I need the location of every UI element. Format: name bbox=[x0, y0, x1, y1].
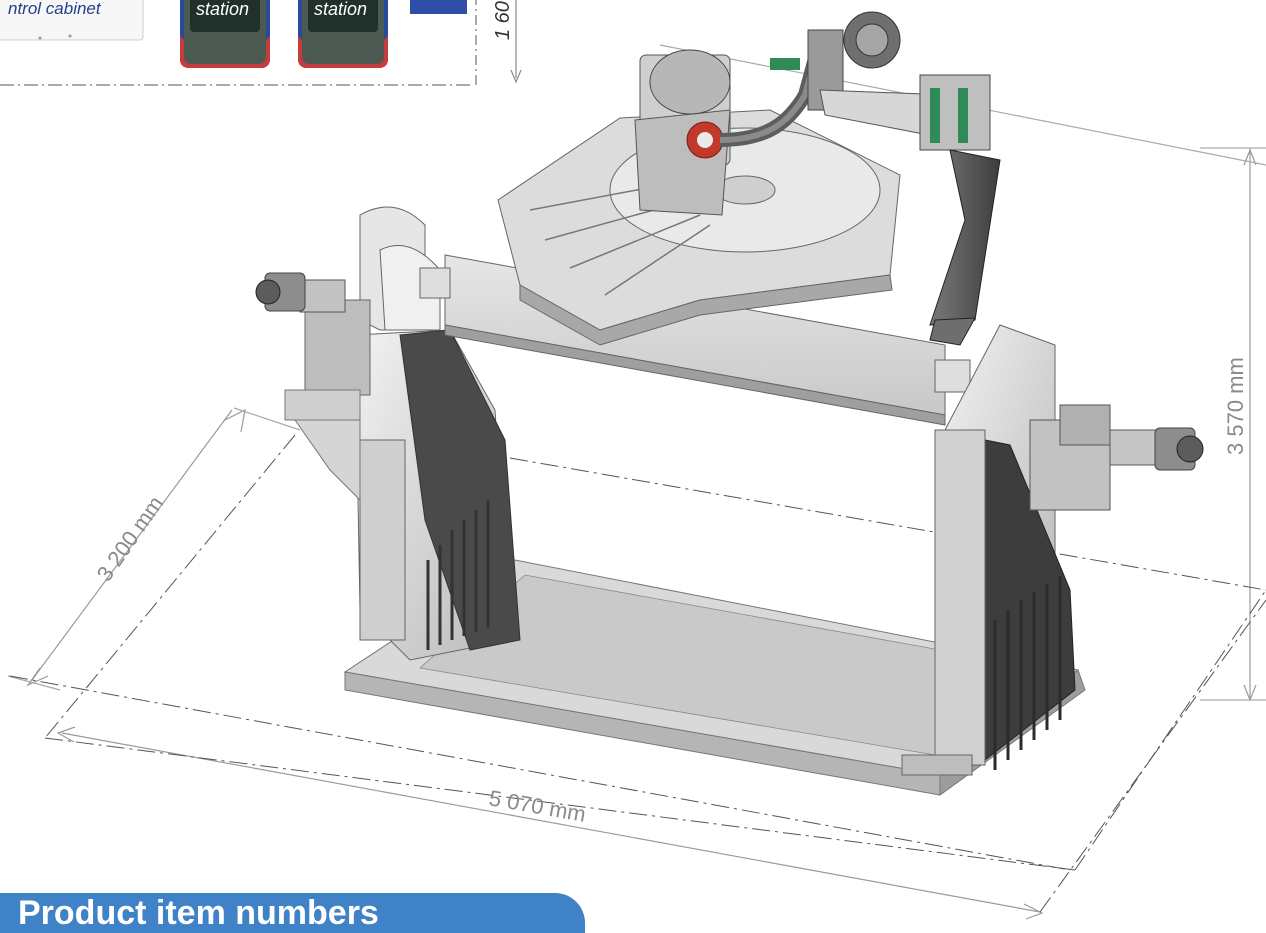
height-dimension-label: 3 570 mm bbox=[1223, 357, 1248, 455]
station-2-label: station bbox=[314, 0, 367, 19]
partial-dimension-label: 1 60 bbox=[492, 1, 514, 40]
fixture-assembly bbox=[634, 11, 1001, 346]
base-frame bbox=[343, 559, 1086, 796]
positioner-machine bbox=[255, 11, 1204, 796]
product-item-numbers-banner: Product item numbers bbox=[0, 893, 585, 933]
depth-dimension-label: 3 200 mm bbox=[92, 491, 169, 585]
right-drive-motor bbox=[1109, 427, 1204, 471]
footprint-envelope bbox=[9, 434, 1266, 913]
blue-device bbox=[410, 0, 467, 14]
left-drive-motor bbox=[255, 272, 346, 313]
width-dimension-label: 5 070 mm bbox=[487, 785, 588, 827]
station-1-label: station bbox=[196, 0, 249, 19]
control-cabinet-label: ntrol cabinet bbox=[8, 0, 102, 18]
right-pedestal bbox=[901, 324, 1204, 776]
left-pedestal bbox=[255, 206, 521, 661]
control-cabinet bbox=[0, 0, 144, 41]
station-2: station bbox=[298, 0, 388, 68]
banner-title: Product item numbers bbox=[18, 894, 379, 932]
top-strip: ntrol cabinet station station 1 60 bbox=[0, 0, 522, 86]
station-1: station bbox=[180, 0, 270, 68]
